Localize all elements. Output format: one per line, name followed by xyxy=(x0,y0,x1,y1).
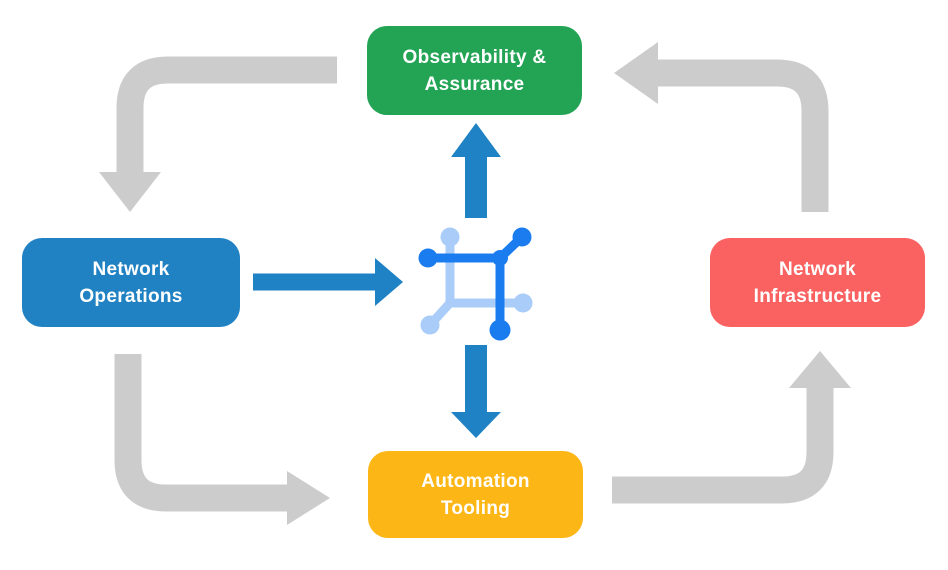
node-label-line: Operations xyxy=(79,285,183,307)
node-network-operations: Network Operations xyxy=(22,238,240,327)
network-mesh-icon xyxy=(418,227,533,341)
arrow-center-to-observability xyxy=(451,123,501,218)
node-label-line: Infrastructure xyxy=(753,285,882,307)
arrow-operations-to-center xyxy=(253,258,403,306)
node-label-line: Assurance xyxy=(424,73,525,95)
node-label-line: Tooling xyxy=(440,497,511,519)
node-network-infrastructure: Network Infrastructure xyxy=(710,238,925,327)
node-label-line: Observability & xyxy=(402,46,547,68)
arrow-operations-to-automation xyxy=(114,354,330,525)
arrow-infrastructure-to-observability xyxy=(614,42,829,212)
arrow-automation-to-infrastructure xyxy=(612,351,851,504)
node-automation-tooling: Automation Tooling xyxy=(368,451,583,538)
node-label-line: Network xyxy=(92,258,170,280)
arrow-observability-to-operations xyxy=(99,56,337,212)
node-label-line: Network xyxy=(778,258,857,280)
node-observability-assurance: Observability & Assurance xyxy=(367,26,582,115)
node-label-line: Automation xyxy=(421,470,530,492)
arrow-center-to-automation xyxy=(451,345,501,438)
